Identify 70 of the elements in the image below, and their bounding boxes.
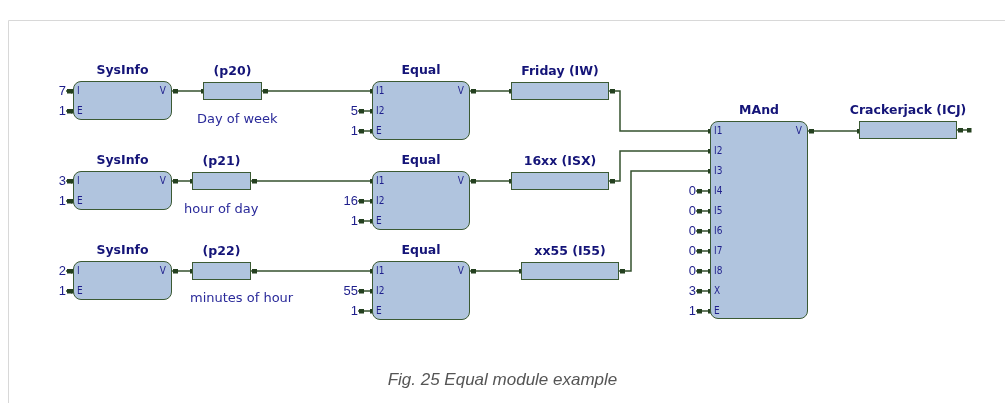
pin-label: I1 bbox=[376, 174, 385, 187]
input-value: 3 bbox=[36, 173, 66, 189]
pin-label: I1 bbox=[714, 124, 723, 137]
description-text: Day of week bbox=[197, 111, 278, 127]
pin-label: V bbox=[795, 124, 802, 137]
pin-label: E bbox=[376, 214, 382, 227]
input-value: 1 bbox=[666, 303, 696, 319]
input-value: 1 bbox=[328, 303, 358, 319]
input-value: 1 bbox=[36, 193, 66, 209]
description-text: hour of day bbox=[184, 201, 259, 217]
pin-label: V bbox=[159, 174, 166, 187]
pin-label: I1 bbox=[376, 264, 385, 277]
variable-name: xx55 (I55) bbox=[533, 242, 607, 259]
variable-name: Crackerjack (ICJ) bbox=[848, 101, 968, 118]
input-value: 16 bbox=[328, 193, 358, 209]
input-value: 7 bbox=[36, 83, 66, 99]
block-title: Equal bbox=[400, 241, 442, 258]
variable-name: (p20) bbox=[212, 62, 253, 79]
pin-label: I2 bbox=[376, 284, 385, 297]
input-value: 2 bbox=[36, 263, 66, 279]
input-value: 0 bbox=[666, 183, 696, 199]
figure-caption: Fig. 25 Equal module example bbox=[387, 370, 618, 389]
input-value: 5 bbox=[328, 103, 358, 119]
input-value: 0 bbox=[666, 263, 696, 279]
pin-label: E bbox=[77, 104, 83, 117]
pin-label: I1 bbox=[376, 84, 385, 97]
input-value: 0 bbox=[666, 243, 696, 259]
pin-label: I6 bbox=[714, 224, 723, 237]
block-title: MAnd bbox=[738, 101, 780, 118]
input-value: 1 bbox=[328, 213, 358, 229]
pin-label: V bbox=[457, 84, 464, 97]
pin-label: E bbox=[77, 284, 83, 297]
pin-label: I3 bbox=[714, 164, 723, 177]
variable-name: 16xx (ISX) bbox=[522, 152, 598, 169]
pin-label: E bbox=[714, 304, 720, 317]
pin-label: V bbox=[159, 84, 166, 97]
pin-label: V bbox=[457, 174, 464, 187]
block-title: SysInfo bbox=[95, 241, 150, 258]
variable-name: Friday (IW) bbox=[520, 62, 600, 79]
input-value: 1 bbox=[36, 103, 66, 119]
pin-label: I2 bbox=[714, 144, 723, 157]
pin-label: I bbox=[77, 264, 80, 277]
pin-label: E bbox=[77, 194, 83, 207]
pin-label: I2 bbox=[376, 104, 385, 117]
pin-label: I2 bbox=[376, 194, 385, 207]
pin-label: E bbox=[376, 124, 382, 137]
pin-label: V bbox=[457, 264, 464, 277]
block-title: SysInfo bbox=[95, 151, 150, 168]
pin-label: E bbox=[376, 304, 382, 317]
pin-label: I4 bbox=[714, 184, 723, 197]
pin-label: X bbox=[714, 284, 721, 297]
block-title: Equal bbox=[400, 61, 442, 78]
pin-label: I5 bbox=[714, 204, 723, 217]
pin-label: I bbox=[77, 84, 80, 97]
variable-name: (p21) bbox=[201, 152, 242, 169]
input-value: 1 bbox=[328, 123, 358, 139]
pin-label: I8 bbox=[714, 264, 723, 277]
description-text: minutes of hour bbox=[190, 290, 294, 306]
connector bbox=[956, 127, 972, 133]
block-title: Equal bbox=[400, 151, 442, 168]
input-value: 1 bbox=[36, 283, 66, 299]
pin-label: I7 bbox=[714, 244, 723, 257]
pin-label: V bbox=[159, 264, 166, 277]
input-value: 3 bbox=[666, 283, 696, 299]
input-value: 0 bbox=[666, 223, 696, 239]
input-value: 55 bbox=[328, 283, 358, 299]
variable-name: (p22) bbox=[201, 242, 242, 259]
input-value: 0 bbox=[666, 203, 696, 219]
block-title: SysInfo bbox=[95, 61, 150, 78]
pin-label: I bbox=[77, 174, 80, 187]
